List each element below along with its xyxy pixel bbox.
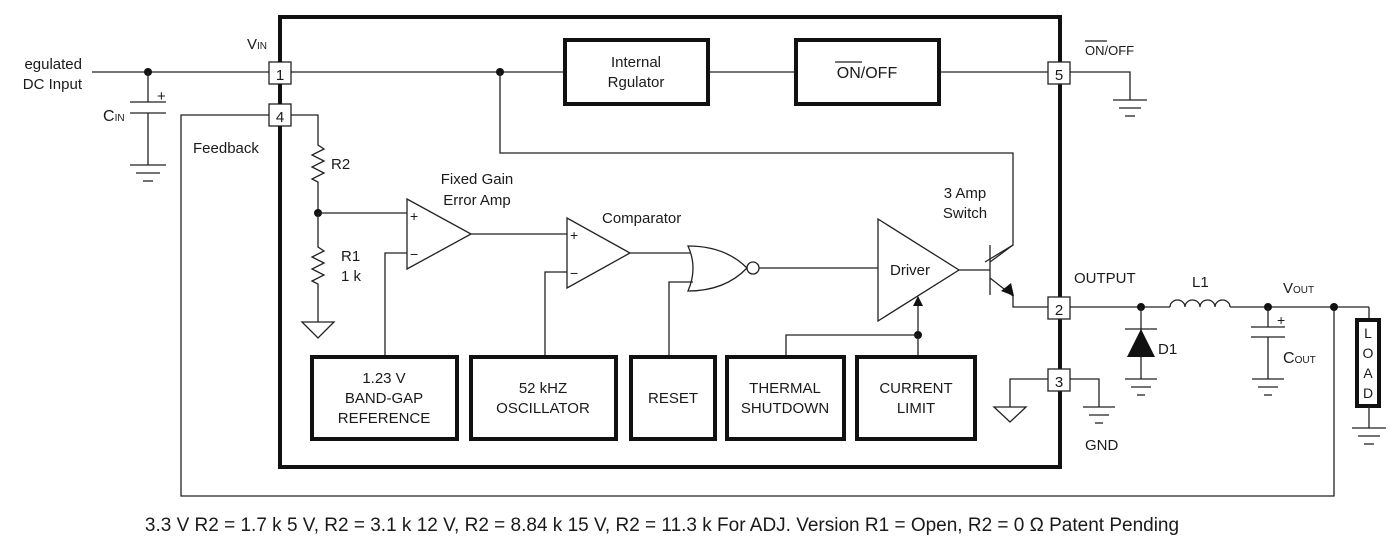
svg-text:BAND-GAP: BAND-GAP [345,390,423,407]
ground-symbol [1252,378,1284,396]
pin-5 [1047,61,1071,85]
svg-text:REFERENCE: REFERENCE [338,410,431,427]
ground-symbol [1125,378,1157,396]
l1-label: L1 [1192,274,1209,291]
pin-3-number: 3 [1055,374,1063,391]
driver-label: Driver [890,262,930,279]
feedback-label: Feedback [193,140,259,157]
r1-value: 1 k [341,268,362,285]
bandgap-reference-block [310,355,459,441]
svg-text:CURRENT: CURRENT [879,380,952,397]
on-off-pin-label: ON/OFF [1085,43,1134,58]
input-section: egulated DC Input + CIN VIN [23,36,270,182]
d1-label: D1 [1158,341,1177,358]
svg-text:1.23 V: 1.23 V [362,370,405,387]
ground-symbol [130,164,166,182]
comparator-label: Comparator [602,210,681,227]
switch-transistor: 3 Amp Switch [943,185,1014,297]
gnd-label: GND [1085,437,1119,454]
svg-text:A: A [1363,365,1373,381]
error-amp-label-line2: Error Amp [443,192,511,209]
svg-text:D: D [1363,385,1373,401]
input-label-line1: egulated [24,56,82,73]
feedback-wire [180,114,1335,497]
ground-symbol [1113,99,1147,117]
cin-label: CIN [103,108,125,125]
on-off-block-label: ON/OFF [837,65,898,82]
svg-text:+: + [410,208,418,224]
on-off-block [794,38,941,106]
collector-wire [499,72,1014,263]
cout-label: COUT [1283,350,1316,367]
internal-regulator-block [563,38,710,106]
l1-inductor: L1 [1169,274,1231,308]
current-limit-block [855,355,977,441]
vin-label: VIN [247,36,267,53]
svg-text:−: − [570,265,578,281]
ground-symbol [1083,406,1115,424]
r2-resistor: R2 [291,114,350,213]
driver-enable-arrow-icon [913,296,923,306]
svg-text:L: L [1364,325,1372,341]
svg-text:−: − [410,246,418,262]
d1-diode: D1 [1125,307,1177,379]
pin-3 [1047,368,1071,392]
svg-text:RESET: RESET [648,390,698,407]
error-amp-label-line1: Fixed Gain [441,171,514,188]
switch-label-line2: Switch [943,205,987,222]
cout-capacitor: + COUT [1251,307,1316,379]
emitter-arrow-icon [1001,283,1014,296]
r1-resistor: R1 1 k [310,213,362,322]
input-label-line2: DC Input [23,76,83,93]
internal-regulator-line2: Rgulator [608,74,665,91]
cin-capacitor: + CIN [103,72,166,165]
svg-text:52 kHZ: 52 kHZ [519,380,567,397]
svg-text:O: O [1363,345,1374,361]
pin-5-number: 5 [1055,67,1063,84]
r2-label: R2 [331,156,350,173]
output-label: OUTPUT [1074,270,1136,287]
comparator: + − Comparator [566,210,681,290]
driver-amplifier: Driver [877,217,961,323]
svg-text:OSCILLATOR: OSCILLATOR [496,400,590,417]
oscillator-block [469,355,618,441]
switch-label-line1: 3 Amp [944,185,987,202]
r1-label: R1 [341,248,360,265]
pin-2-number: 2 [1055,302,1063,319]
error-amplifier: + − Fixed Gain Error Amp [406,171,514,271]
pin-4-number: 4 [276,109,284,126]
svg-text:+: + [1277,312,1285,328]
ground-symbol [1352,427,1386,445]
signal-ground-icon [300,321,336,339]
nor-gate [686,245,760,292]
internal-regulator-line1: Internal [611,54,661,71]
footnote: 3.3 V R2 = 1.7 k 5 V, R2 = 3.1 k 12 V, R… [145,515,1179,536]
svg-text:SHUTDOWN: SHUTDOWN [741,400,829,417]
svg-text:THERMAL: THERMAL [749,380,821,397]
thermal-shutdown-block [725,355,846,441]
reset-block [629,355,717,441]
pin-2 [1047,296,1071,320]
svg-text:LIMIT: LIMIT [897,400,935,417]
internal-ground-icon [992,406,1028,423]
cin-polarity: + [157,88,166,105]
pin-1-number: 1 [276,67,284,84]
load-block [1355,318,1381,408]
svg-text:+: + [570,227,578,243]
vout-label: VOUT [1283,280,1314,297]
